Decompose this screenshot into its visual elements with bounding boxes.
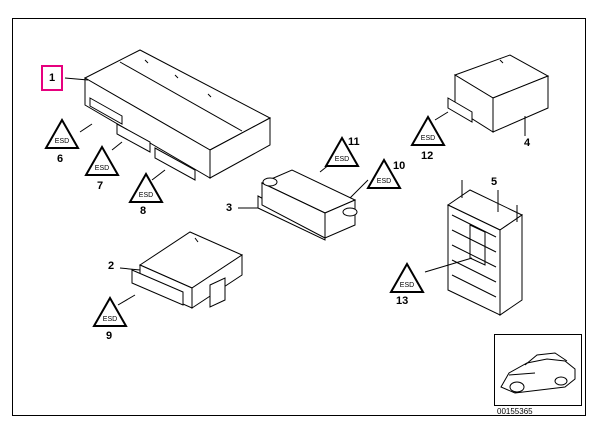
callout-8[interactable]: 8 xyxy=(140,205,147,217)
drawing-code: 00155365 xyxy=(497,407,533,416)
svg-text:ESD: ESD xyxy=(139,192,153,199)
callout-2[interactable]: 2 xyxy=(108,260,115,272)
callout-10[interactable]: 10 xyxy=(393,160,406,172)
svg-text:ESD: ESD xyxy=(103,316,117,323)
control-unit-part-4 xyxy=(447,54,550,133)
callout-5[interactable]: 5 xyxy=(491,176,498,188)
esd-warning-icon: ESD xyxy=(324,136,360,167)
leader-lines xyxy=(64,77,526,306)
esd-warning-icon: ESD xyxy=(128,172,164,203)
esd-warning-icon: ESD xyxy=(389,262,425,293)
module-part-2 xyxy=(131,231,244,309)
callout-highlight-box xyxy=(41,65,63,91)
svg-text:ESD: ESD xyxy=(95,165,109,172)
control-module-part-1 xyxy=(83,49,272,181)
sensor-part-3 xyxy=(257,169,358,241)
vehicle-thumbnail xyxy=(494,334,582,406)
callout-11[interactable]: 11 xyxy=(348,136,360,148)
svg-text:ESD: ESD xyxy=(400,282,414,289)
callout-13[interactable]: 13 xyxy=(396,295,409,307)
car-icon xyxy=(500,352,576,394)
callout-6[interactable]: 6 xyxy=(57,153,64,165)
esd-warning-icon: ESD xyxy=(410,115,446,146)
callout-7[interactable]: 7 xyxy=(97,180,104,192)
esd-warning-icon: ESD xyxy=(366,158,402,189)
svg-text:ESD: ESD xyxy=(377,178,391,185)
callout-12[interactable]: 12 xyxy=(421,150,434,162)
filter-element-part-5 xyxy=(447,180,523,316)
callout-3[interactable]: 3 xyxy=(226,202,233,214)
svg-text:ESD: ESD xyxy=(421,135,435,142)
svg-text:ESD: ESD xyxy=(55,138,69,145)
callout-1[interactable]: 1 xyxy=(49,72,56,84)
svg-text:ESD: ESD xyxy=(335,156,349,163)
callout-9[interactable]: 9 xyxy=(106,330,113,342)
callout-4[interactable]: 4 xyxy=(524,137,531,149)
esd-warning-icon: ESD xyxy=(84,145,120,176)
esd-warning-icon: ESD xyxy=(92,296,128,327)
esd-warning-icon: ESD xyxy=(44,118,80,149)
